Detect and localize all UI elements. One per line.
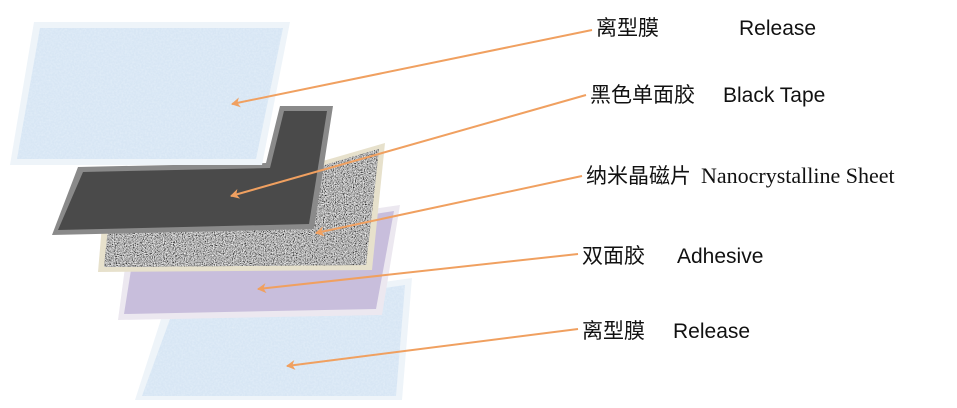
label-adhesive: 双面胶 Adhesive	[582, 240, 763, 270]
black-tape-layer	[52, 106, 333, 235]
label-black-tape-en: Black Tape	[723, 84, 826, 107]
arrow-release-top	[231, 29, 593, 108]
label-release-bottom-cn: 离型膜	[582, 319, 645, 343]
label-nanocrystalline-sheet: 纳米晶磁片 Nanocrystalline Sheet	[586, 160, 895, 190]
label-nanocrystalline-sheet-en: Nanocrystalline Sheet	[701, 163, 895, 188]
arrow-nanocrystalline-sheet	[315, 175, 583, 237]
label-adhesive-en: Adhesive	[677, 245, 764, 268]
label-release-top-en: Release	[739, 17, 817, 40]
arrow-black-tape	[230, 94, 587, 199]
arrow-release-bottom	[286, 328, 579, 370]
label-release-bottom-en: Release	[673, 320, 751, 343]
label-nanocrystalline-sheet-cn: 纳米晶磁片	[586, 164, 691, 188]
pointer-arrows	[230, 29, 593, 370]
label-black-tape-cn: 黑色单面胶	[590, 83, 695, 107]
label-adhesive-cn: 双面胶	[582, 244, 645, 268]
label-black-tape: 黑色单面胶 Black Tape	[590, 79, 825, 109]
arrow-adhesive	[257, 253, 579, 294]
label-release-top: 离型膜 Release	[596, 12, 816, 42]
label-release-bottom: 离型膜 Release	[582, 315, 750, 345]
label-release-top-cn: 离型膜	[596, 16, 659, 40]
release-top-layer	[10, 22, 290, 165]
